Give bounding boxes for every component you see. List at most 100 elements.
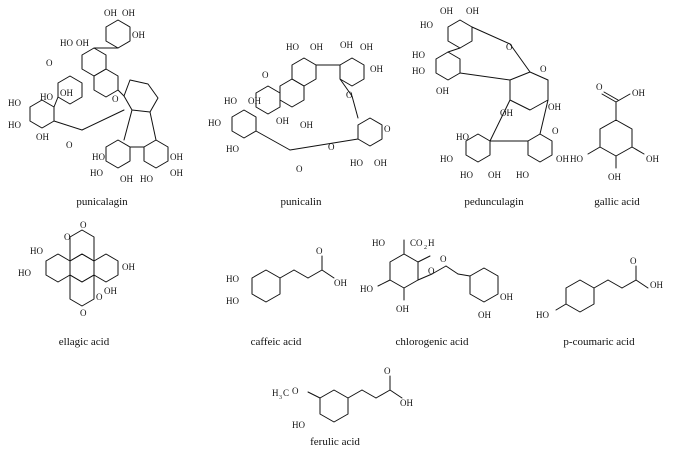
atom-label: O [328,142,335,152]
atom-label: OH [248,96,261,106]
pedunculagin-structure: OH OH HO HO HO OH O O OH OH HO HO HO OH … [412,6,569,180]
caption-punicalin: punicalin [280,196,322,208]
chlorogenic-acid-structure: HO CO 2 H O O HO OH OH OH [360,238,513,320]
atom-label: OH [170,152,183,162]
atom-label: HO [226,274,239,284]
atom-label: OH [400,398,413,408]
atom-label: O [64,232,71,242]
atom-label: OH [608,172,621,182]
atom-label: O [80,308,87,318]
atom-label: O [506,42,513,52]
atom-label: OH [132,30,145,40]
atom-label: OH [632,88,645,98]
atom-label: OH [396,304,409,314]
atom-label: 3 [279,395,282,401]
atom-label: OH [104,286,117,296]
atom-label: OH [104,8,117,18]
p-coumaric-acid-structure: O OH HO [536,256,663,320]
atom-label: HO [412,50,425,60]
atom-label: O [292,386,299,396]
atom-label: HO [456,132,469,142]
atom-label: HO [8,120,21,130]
atom-label: HO [224,96,237,106]
punicalin-structure: HO OH OH OH OH O HO OH HO HO OH OH O O H… [208,40,391,174]
atom-label: OH [60,88,73,98]
atom-label: O [96,292,103,302]
atom-label: OH [548,102,561,112]
atom-label: O [630,256,637,266]
atom-label: C [283,388,289,398]
caption-punicalagin: punicalagin [76,196,128,208]
atom-label: O [316,246,323,256]
atom-label: O [552,126,559,136]
atom-label: OH [122,262,135,272]
atom-label: O [346,90,353,100]
atom-label: OH [440,6,453,16]
caption-gallic-acid: gallic acid [594,196,640,208]
atom-label: HO [350,158,363,168]
atom-label: HO [372,238,385,248]
caffeic-acid-structure: O OH HO HO [226,246,347,306]
atom-label: OH [310,42,323,52]
atom-label: HO [460,170,473,180]
atom-label: OH [360,42,373,52]
atom-label: OH [436,86,449,96]
atom-label: O [428,266,435,276]
atom-label: HO [286,42,299,52]
ferulic-acid-structure: O OH H 3 C O HO [272,366,413,430]
atom-label: O [262,70,269,80]
atom-label: OH [374,158,387,168]
caption-ferulic-acid: ferulic acid [310,436,360,448]
atom-label: O [80,220,87,230]
atom-label: OH [276,116,289,126]
atom-label: O [46,58,53,68]
atom-label: OH [340,40,353,50]
atom-label: H [272,388,279,398]
atom-label: HO [92,152,105,162]
atom-label: HO [18,268,31,278]
atom-label: OH [76,38,89,48]
atom-label: HO [420,20,433,30]
atom-label: HO [30,246,43,256]
atom-label: HO [60,38,73,48]
atom-label: HO [90,168,103,178]
gallic-acid-structure: O OH HO OH OH [570,82,659,182]
atom-label: OH [122,8,135,18]
atom-label: HO [226,144,239,154]
atom-label: OH [500,292,513,302]
atom-label: HO [8,98,21,108]
atom-label: O [596,82,603,92]
caption-chlorogenic-acid: chlorogenic acid [395,336,469,348]
atom-label: H [428,238,435,248]
atom-label: OH [334,278,347,288]
atom-label: OH [370,64,383,74]
caption-caffeic-acid: caffeic acid [250,336,302,348]
atom-label: HO [570,154,583,164]
atom-label: O [296,164,303,174]
atom-label: OH [488,170,501,180]
punicalagin-structure: OH OH OH HO OH O HO OH HO HO OH HO HO OH… [8,8,183,184]
atom-label: OH [36,132,49,142]
atom-label: O [112,94,119,104]
atom-label: HO [40,92,53,102]
atom-label: HO [516,170,529,180]
caption-pedunculagin: pedunculagin [464,196,524,208]
atom-label: HO [536,310,549,320]
atom-label: OH [120,174,133,184]
atom-label: O [384,124,391,134]
atom-label: O [540,64,547,74]
atom-label: O [384,366,391,376]
atom-label: OH [556,154,569,164]
atom-label: HO [440,154,453,164]
atom-label: HO [360,284,373,294]
atom-label: OH [478,310,491,320]
atom-label: O [440,254,447,264]
atom-label: CO [410,238,423,248]
atom-label: HO [226,296,239,306]
atom-label: O [66,140,73,150]
atom-label: HO [208,118,221,128]
atom-label: 2 [424,245,427,251]
atom-label: OH [500,108,513,118]
atom-label: HO [412,66,425,76]
